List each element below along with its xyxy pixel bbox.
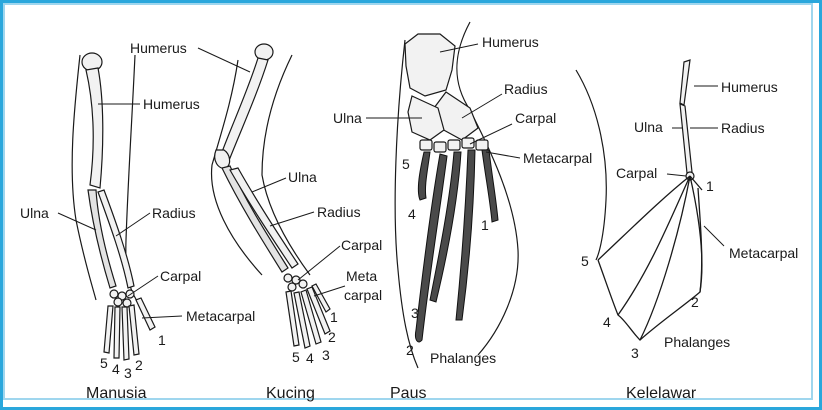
bat-humerus-bone (680, 60, 690, 105)
label-cat-carpal: Carpal (341, 237, 382, 253)
whale-humerus-bone (405, 34, 455, 96)
leader-bat-metacarpal (704, 226, 724, 246)
bat-digit-bones (598, 176, 702, 340)
whale-flipper: Humerus Radius Ulna Carpal Metacarpal Ph… (333, 22, 592, 402)
cat-humerus-bone (222, 58, 268, 158)
whale-digit-bones (415, 150, 498, 342)
human-arm: Humerus Ulna Radius Carpal Metacarpal 1 … (20, 53, 255, 402)
label-human-ulna: Ulna (20, 205, 49, 221)
cat-carpal-bones (284, 274, 307, 291)
leader-cat-ulna (252, 178, 286, 192)
bat-wing: Humerus Ulna Radius Carpal Metacarpal Ph… (576, 60, 798, 402)
label-whale-carpal: Carpal (515, 110, 556, 126)
label-bat-phalanges: Phalanges (664, 334, 730, 350)
caption-kelelawar: Kelelawar (626, 385, 697, 402)
whale-digit-3: 3 (411, 305, 419, 321)
cat-digit-4: 4 (306, 350, 314, 366)
label-cat-meta-line1: Meta (346, 268, 377, 284)
caption-kucing: Kucing (266, 385, 315, 402)
label-bat-ulna: Ulna (634, 119, 663, 135)
human-digit-1: 1 (158, 332, 166, 348)
leader-bat-carpal (667, 174, 686, 176)
label-bat-radius: Radius (721, 120, 765, 136)
cat-leg: Humerus Ulna Radius Carpal Meta carpal 1… (130, 40, 382, 402)
human-digit-5: 5 (100, 355, 108, 371)
leader-human-radius (116, 213, 150, 236)
caption-paus: Paus (390, 385, 426, 402)
human-digit-2: 2 (135, 357, 143, 373)
human-digit-4: 4 (112, 361, 120, 377)
bat-forearm-bone (680, 104, 692, 173)
label-cat-meta-line2: carpal (344, 287, 382, 303)
whale-digit-1: 1 (481, 217, 489, 233)
bat-digit-4: 4 (603, 314, 611, 330)
bat-digit-1: 1 (706, 178, 714, 194)
label-human-humerus: Humerus (143, 96, 200, 112)
leader-cat-carpal (298, 246, 340, 280)
human-humerus-head (82, 53, 102, 71)
label-cat-radius: Radius (317, 204, 361, 220)
label-human-radius: Radius (152, 205, 196, 221)
label-human-carpal: Carpal (160, 268, 201, 284)
bat-digit-3: 3 (631, 345, 639, 361)
caption-manusia: Manusia (86, 385, 147, 402)
cat-ulna-bone (222, 166, 288, 272)
label-whale-radius: Radius (504, 81, 548, 97)
whale-digit-4: 4 (408, 206, 416, 222)
cat-digit-1: 1 (330, 309, 338, 325)
human-finger-bones (104, 298, 155, 360)
label-bat-carpal: Carpal (616, 165, 657, 181)
cat-digit-2: 2 (328, 329, 336, 345)
label-whale-ulna: Ulna (333, 110, 362, 126)
label-cat-ulna: Ulna (288, 169, 317, 185)
bat-digit-2: 2 (691, 294, 699, 310)
cat-digit-3: 3 (322, 347, 330, 363)
leader-cat-humerus (198, 48, 250, 72)
label-bat-humerus: Humerus (721, 79, 778, 95)
label-cat-humerus: Humerus (130, 40, 187, 56)
label-human-metacarpal: Metacarpal (186, 308, 255, 324)
human-humerus-bone (86, 68, 103, 188)
whale-digit-5: 5 (402, 156, 410, 172)
cat-toe-bones (286, 284, 330, 348)
cat-elbow (215, 150, 230, 168)
label-whale-humerus: Humerus (482, 34, 539, 50)
human-digit-3: 3 (124, 365, 132, 381)
whale-digit-2: 2 (406, 342, 414, 358)
cat-digit-5: 5 (292, 349, 300, 365)
human-carpal-bones (110, 290, 134, 307)
label-bat-metacarpal: Metacarpal (729, 245, 798, 261)
label-whale-metacarpal: Metacarpal (523, 150, 592, 166)
label-whale-phalanges: Phalanges (430, 350, 496, 366)
bat-digit-5: 5 (581, 253, 589, 269)
